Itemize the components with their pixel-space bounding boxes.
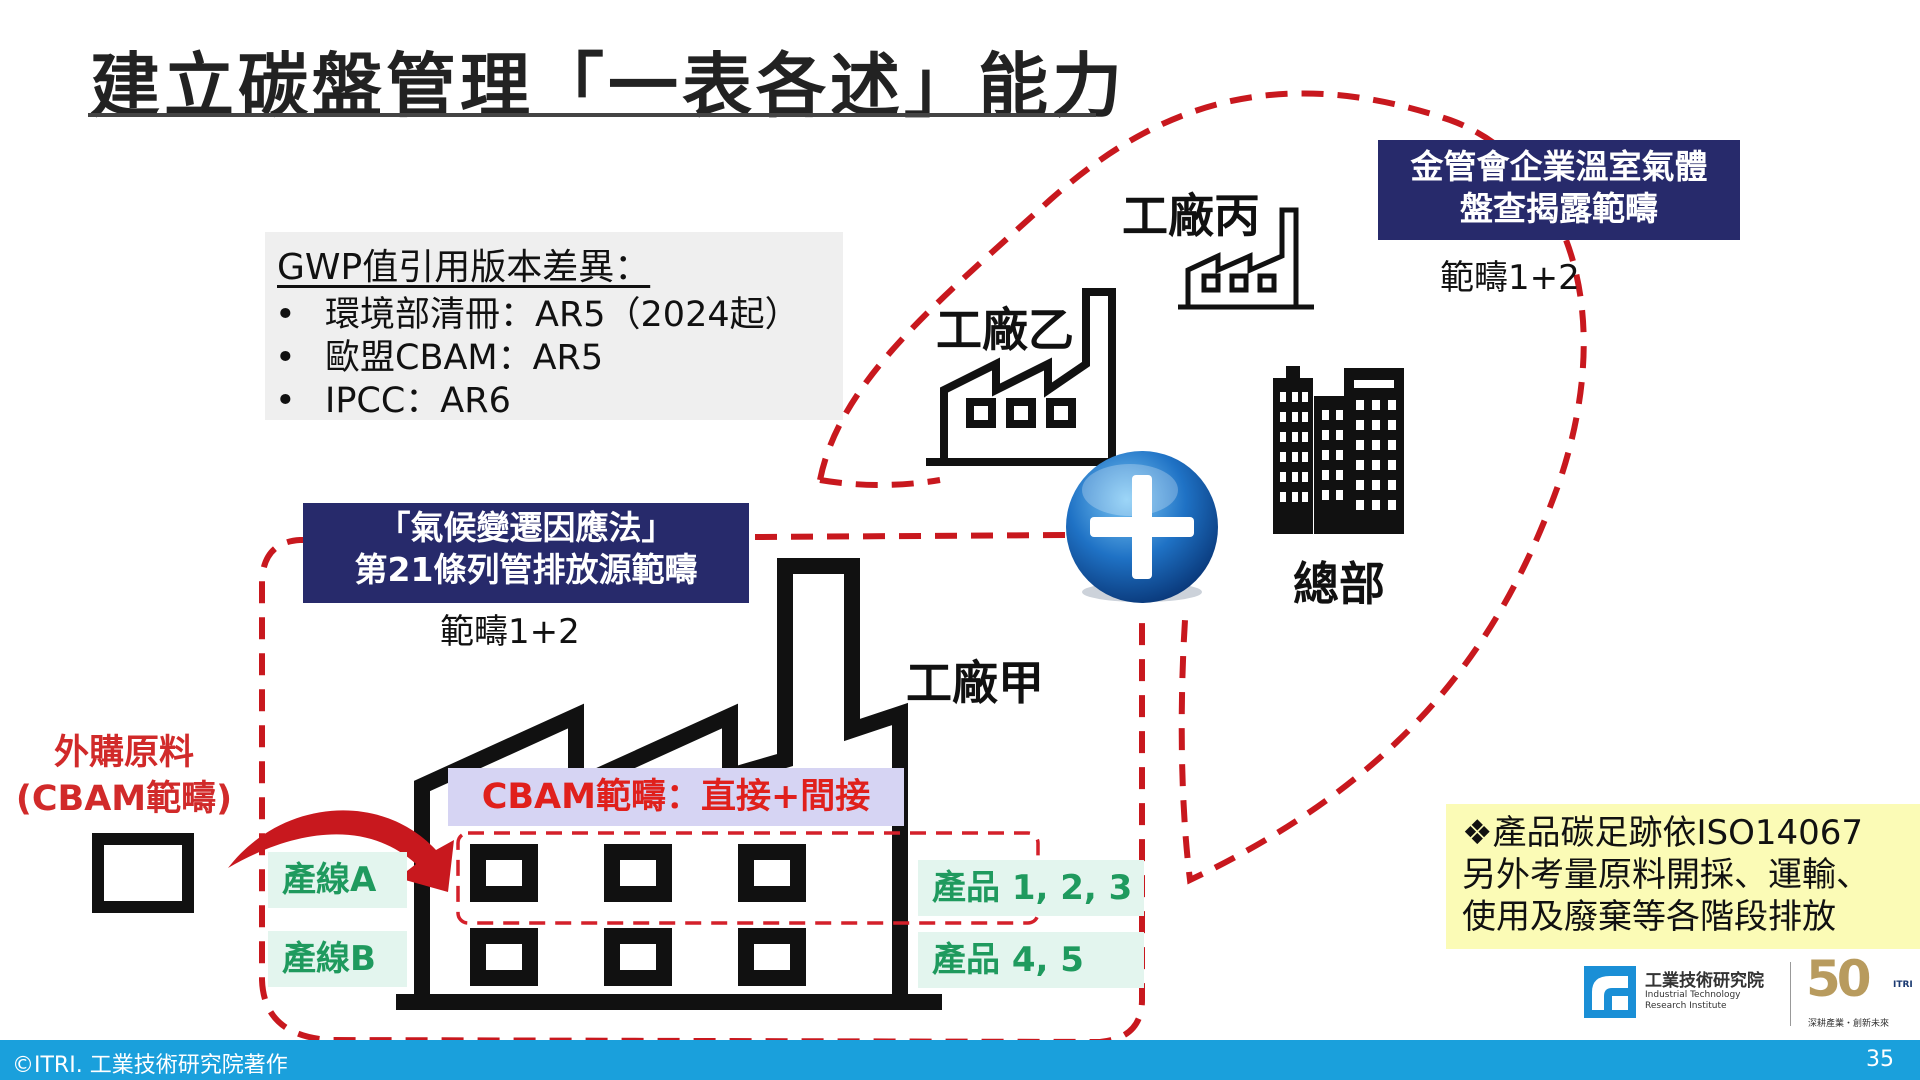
corporate-disclosure-boundary (817, 90, 1587, 885)
raw-material-icon (92, 833, 194, 913)
fsc-disclosure-scope: 範疇1+2 (1440, 258, 1580, 298)
gwp-list-item: • 歐盟CBAM：AR5 (275, 329, 603, 380)
itri-logo-english: Industrial Technology Research Institute (1645, 990, 1741, 1011)
purchased-material-arrow (228, 810, 454, 892)
regulated-emission-boundary (259, 532, 1145, 1046)
factory-boundary-top-right (819, 477, 941, 488)
gwp-list-item: • IPCC：AR6 (275, 372, 511, 423)
footer-bar (0, 1040, 1920, 1080)
itri-logo-name: 工業技術研究院 (1645, 971, 1764, 991)
production-line-a: 產線A (268, 852, 407, 908)
footer-copyright: ©ITRI. 工業技術研究院著作 (12, 1053, 288, 1078)
gwp-list-item: • 環境部清冊：AR5（2024起） (275, 286, 800, 337)
fsc-disclosure-line1: 金管會企業溫室氣體 (1410, 147, 1708, 186)
purchased-material-line2: (CBAM範疇) (15, 779, 233, 819)
iso-note-line2: 另外考量原料開採、運輸、 (1462, 855, 1870, 895)
logo-divider (1790, 962, 1791, 1026)
fsc-disclosure-line2: 盤查揭露範疇 (1460, 189, 1658, 228)
iso-note-line3: 使用及廢棄等各階段排放 (1462, 897, 1836, 937)
gwp-version-box: GWP值引用版本差異： • 環境部清冊：AR5（2024起） • 歐盟CBAM：AR… (265, 232, 843, 423)
anniversary-slogan: 深耕產業・創新未來 (1808, 1019, 1890, 1029)
bullet: • (275, 381, 296, 421)
cbam-scope-label: CBAM範疇：直接+間接 (448, 768, 904, 826)
iso-note-line1: ❖產品碳足跡依ISO14067 (1462, 813, 1864, 853)
headquarters-label: 總部 (1293, 557, 1385, 611)
factory-c-label: 工廠丙 (1122, 189, 1260, 243)
factory-b-label: 工廠乙 (936, 303, 1074, 357)
products-line-b: 產品 4, 5 (918, 932, 1144, 988)
production-line-b: 產線B (268, 931, 407, 987)
iso14067-note: ❖產品碳足跡依ISO14067 另外考量原料開採、運輸、 使用及廢棄等各階段排放 (1446, 804, 1920, 949)
products-line-a: 產品 1, 2, 3 (918, 860, 1144, 916)
factory-a-label: 工廠甲 (906, 656, 1044, 710)
purchased-material-label: 外購原料 (CBAM範疇) (14, 730, 234, 822)
anniversary-logo: 50 (1806, 950, 1872, 1008)
page-number: 35 (1866, 1047, 1894, 1072)
gwp-item-text: IPCC：AR6 (325, 381, 511, 421)
gwp-item-text: 歐盟CBAM：AR5 (325, 338, 604, 378)
factory-b-icon (926, 288, 1130, 466)
climate-law-label: 「氣候變遷因應法」 第21條列管排放源範疇 (303, 503, 749, 603)
climate-law-scope: 範疇1+2 (440, 612, 580, 652)
purchased-material-line1: 外購原料 (53, 733, 194, 773)
title-underline (88, 113, 1096, 117)
climate-law-line2: 第21條列管排放源範疇 (354, 550, 698, 589)
climate-law-line1: 「氣候變遷因應法」 (377, 508, 675, 547)
gwp-item-text: 環境部清冊：AR5（2024起） (325, 295, 800, 335)
headquarters-icon (1273, 366, 1404, 534)
fsc-disclosure-label: 金管會企業溫室氣體 盤查揭露範疇 (1378, 140, 1740, 240)
factory-c-icon (1178, 207, 1314, 310)
anniversary-brand: ITRI (1893, 980, 1913, 990)
plus-icon (1066, 451, 1218, 603)
gwp-heading: GWP值引用版本差異： (277, 247, 651, 288)
bullet: • (275, 338, 296, 378)
bullet: • (275, 295, 296, 335)
itri-logo-icon (1584, 966, 1636, 1018)
